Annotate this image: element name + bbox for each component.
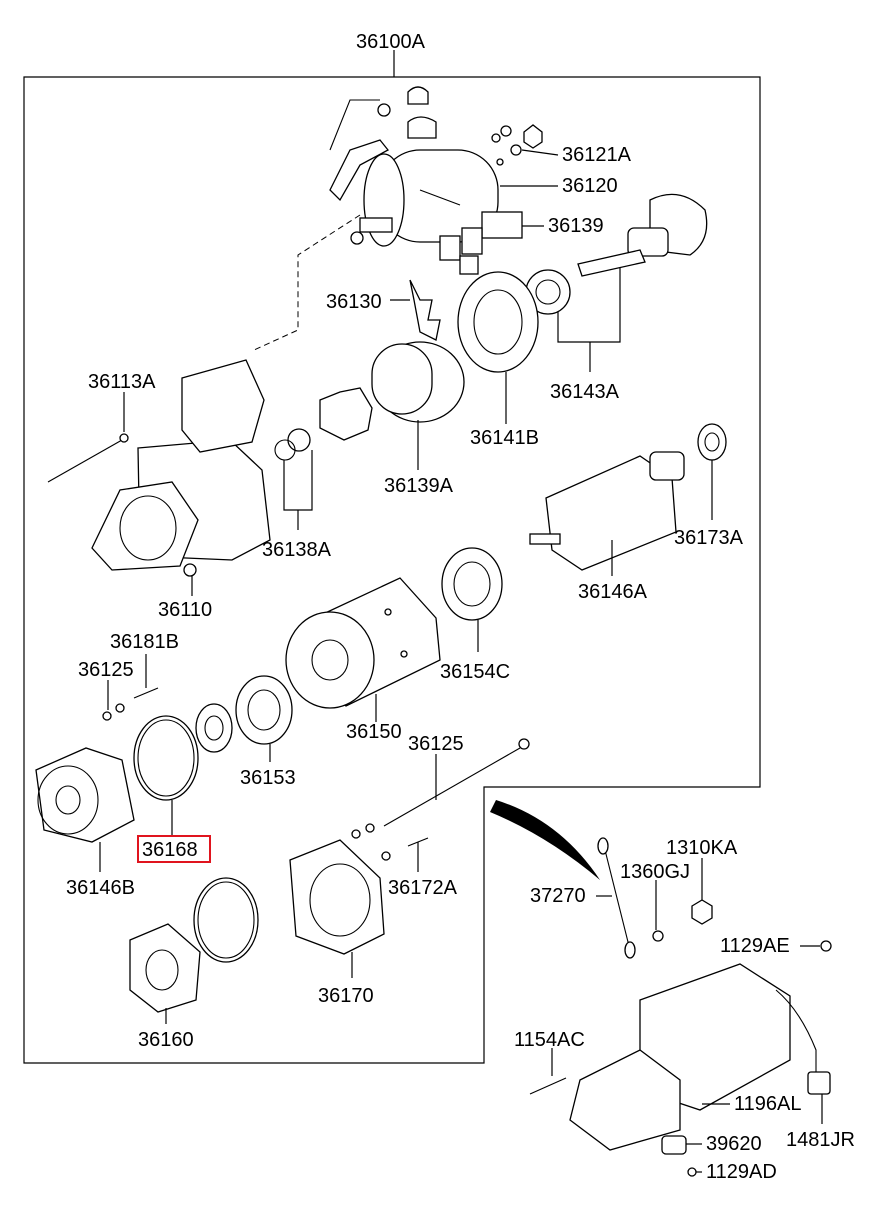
label-36138A: 36138A [262, 539, 332, 561]
label-39620: 39620 [706, 1133, 762, 1155]
clutch-drawing [319, 341, 465, 441]
stop-rings-drawing [274, 428, 311, 461]
label-36153: 36153 [240, 767, 296, 789]
end-cover-drawing [35, 747, 135, 843]
long-bolt-drawing [351, 738, 530, 839]
leader-36121A [521, 149, 559, 156]
contact-plates-drawing [439, 211, 523, 275]
assembled-starter-drawing [529, 963, 831, 1155]
label-1154AC: 1154AC [514, 1029, 585, 1051]
bolt-1129AE-drawing [820, 940, 832, 952]
shift-lever-drawing [409, 279, 441, 341]
through-bolt-drawing [47, 433, 129, 483]
front-housing-drawing [91, 359, 271, 577]
label-36168: 36168 [142, 839, 198, 861]
label-1196AL: 1196AL [734, 1093, 801, 1115]
label-36130: 36130 [326, 291, 382, 313]
label-36181B: 36181B [110, 631, 179, 653]
rear-bearing-drawing [697, 423, 727, 461]
label-36160: 36160 [138, 1029, 194, 1051]
washer-1360GJ-drawing [652, 930, 664, 942]
label-36173A: 36173A [674, 527, 744, 549]
label-36170: 36170 [318, 985, 374, 1007]
label-36139: 36139 [548, 215, 604, 237]
highlight-box-36168 [137, 835, 211, 863]
screw-washers-drawing [102, 687, 159, 721]
label-1310KA: 1310KA [666, 837, 738, 859]
label-36121A: 36121A [562, 144, 632, 166]
label-36154C: 36154C [440, 661, 510, 683]
pinion-shaft-drawing [525, 193, 708, 315]
armature-drawing [529, 451, 685, 571]
alignment-dashed-line [253, 214, 361, 351]
label-36125b: 36125 [408, 733, 464, 755]
bolt-1129AD-drawing [687, 1167, 697, 1177]
label-1360GJ: 1360GJ [620, 861, 690, 883]
label-36146A: 36146A [578, 581, 648, 603]
label-36141B: 36141B [470, 427, 539, 449]
label-36120: 36120 [562, 175, 618, 197]
bearing-36153-drawing [195, 675, 293, 753]
leader-36143A [557, 268, 621, 343]
label-1481JR: 1481JR [786, 1129, 855, 1151]
label-36110: 36110 [158, 599, 212, 621]
assembly-boundary [23, 76, 761, 1064]
o-ring-36168-drawing [133, 715, 199, 801]
assembly-label: 36100A [356, 31, 426, 53]
pointer-wedge [490, 800, 600, 880]
brush-holder-drawing [129, 923, 201, 1013]
yoke-drawing [285, 577, 441, 709]
label-1129AD: 1129AD [706, 1161, 777, 1183]
label-36146B: 36146B [66, 877, 135, 899]
label-36172A: 36172A [388, 877, 458, 899]
label-1129AE: 1129AE [720, 935, 790, 957]
label-36139A: 36139A [384, 475, 454, 497]
solenoid-drawing [329, 86, 543, 247]
nut-1310KA-drawing [691, 899, 713, 925]
bearing-36154C-drawing [441, 547, 503, 621]
label-37270: 37270 [530, 885, 586, 907]
label-36125a: 36125 [78, 659, 134, 681]
cable-37270-drawing [597, 837, 636, 959]
screw-36172A-drawing [381, 837, 429, 861]
label-36143A: 36143A [550, 381, 620, 403]
label-36150: 36150 [346, 721, 402, 743]
o-ring-lower-drawing [193, 877, 259, 963]
bracket-ring-drawing [457, 271, 539, 373]
label-36113A: 36113A [88, 371, 156, 393]
rear-housing-drawing [289, 839, 385, 955]
